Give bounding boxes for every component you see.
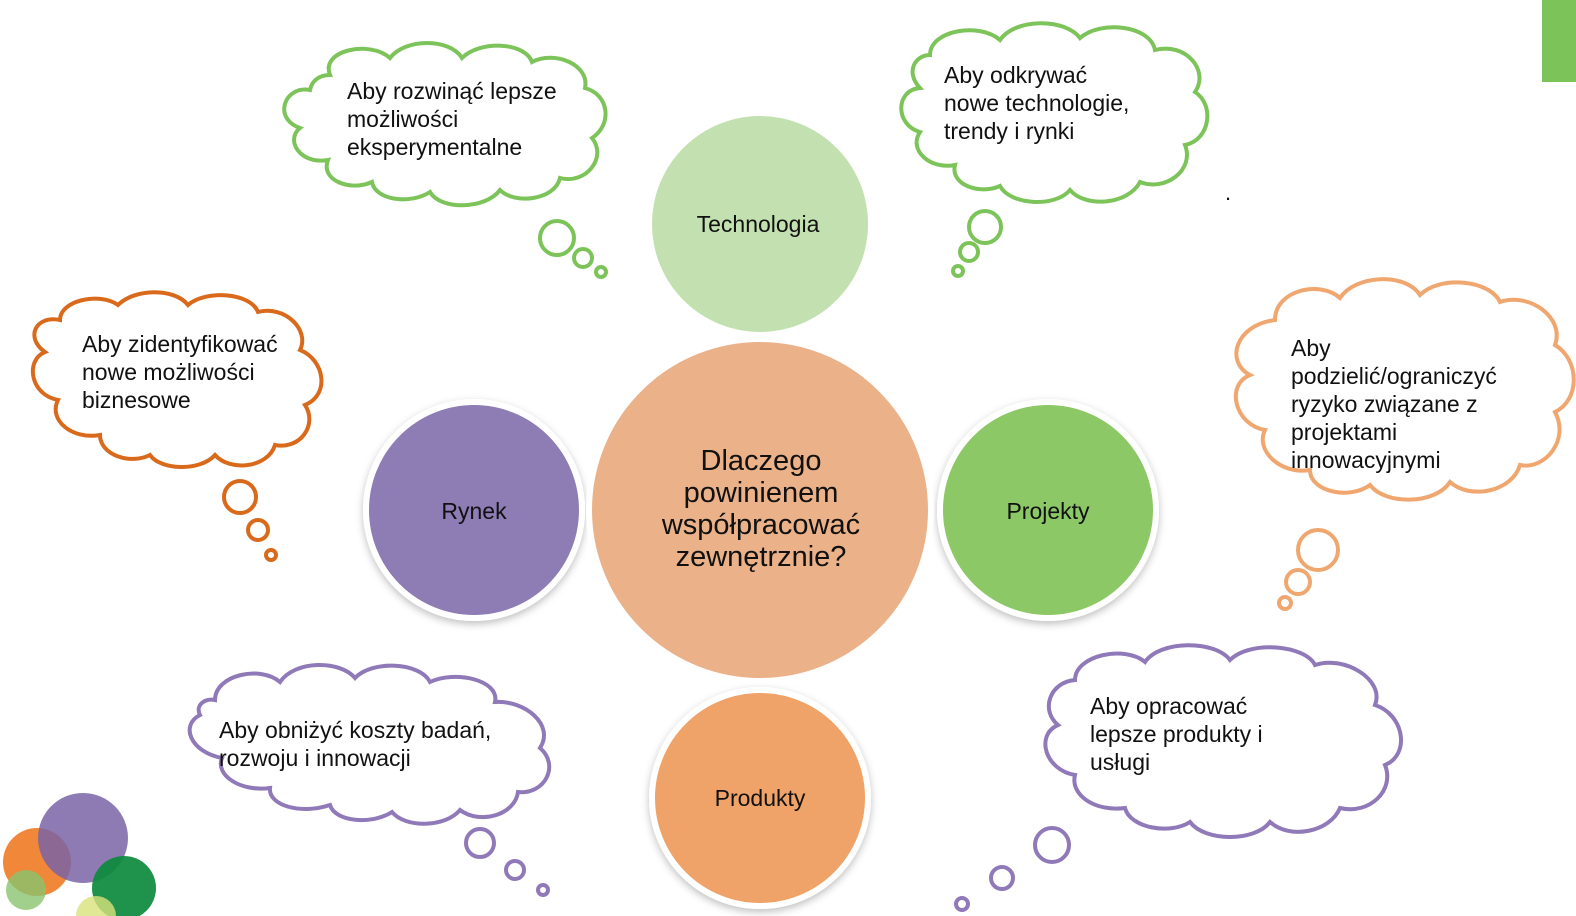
cloud-text-bottom-left: Aby obniżyć koszty badań,rozwoju i innow…	[219, 717, 492, 772]
label-market: Rynek	[441, 497, 507, 524]
corner-accent-bar	[1542, 0, 1576, 82]
stray-mark: .	[1225, 180, 1232, 205]
circle-technology	[652, 116, 868, 332]
label-products: Produkty	[714, 784, 806, 811]
circle-products	[649, 687, 871, 909]
logo-bubbles	[3, 793, 156, 916]
cloud-top-left	[282, 41, 608, 279]
cloud-top-right	[899, 21, 1210, 278]
circle-center	[586, 336, 934, 684]
cloud-mid-right	[1233, 277, 1576, 611]
label-projects: Projekty	[1006, 497, 1090, 524]
cloud-bottom-left	[187, 663, 552, 897]
cloud-mid-left	[30, 290, 324, 562]
label-technology: Technologia	[696, 210, 820, 237]
center-question: Dlaczego powinienem współpracować zewnęt…	[661, 445, 861, 573]
circle-projects	[937, 399, 1159, 621]
cloud-bottom-right	[954, 643, 1403, 912]
circle-market	[363, 399, 585, 621]
